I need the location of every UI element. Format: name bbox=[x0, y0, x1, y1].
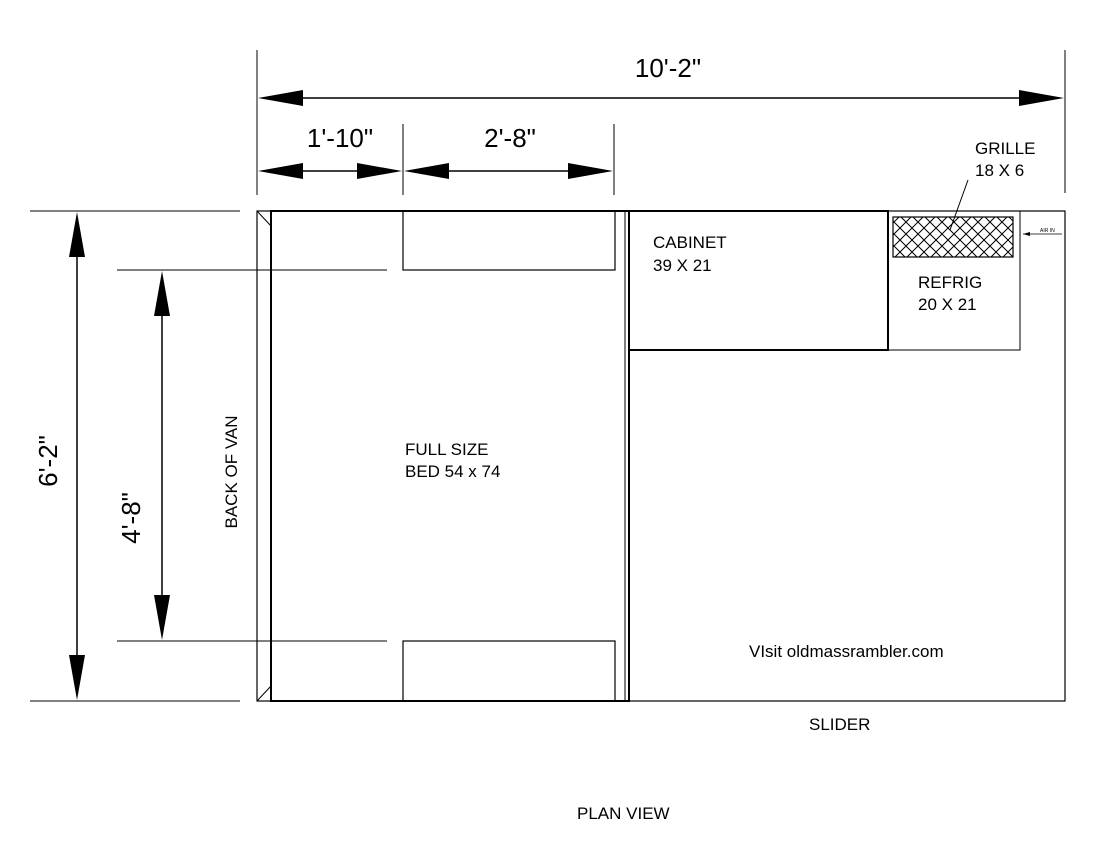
overall-width-label: 6'-2" bbox=[33, 435, 63, 487]
dim-segments bbox=[258, 124, 615, 195]
bed-bottom-block bbox=[402, 640, 616, 702]
refrig-size: 20 X 21 bbox=[918, 295, 977, 314]
dim-overall-width bbox=[30, 210, 240, 702]
cabinet-size: 39 X 21 bbox=[653, 256, 712, 275]
grille-name: GRILLE bbox=[975, 139, 1035, 158]
cabinet-name: CABINET bbox=[653, 233, 727, 252]
cabinet-box bbox=[628, 210, 889, 351]
bed-label-line2: BED 54 x 74 bbox=[405, 462, 500, 481]
overall-length-label: 10'-2" bbox=[635, 53, 701, 83]
dim-overall-length bbox=[256, 50, 1066, 195]
plan-view-title: PLAN VIEW bbox=[577, 804, 670, 823]
grille-box bbox=[892, 216, 1014, 258]
bed bbox=[270, 210, 630, 702]
back-of-van-label: BACK OF VAN bbox=[222, 415, 241, 528]
refrigerator bbox=[888, 179, 1062, 351]
grille-leader bbox=[949, 179, 969, 231]
offset-label: 1'-10" bbox=[307, 123, 373, 153]
refrig-name: REFRIG bbox=[918, 273, 982, 292]
air-in-label: AIR IN bbox=[1040, 228, 1055, 234]
website-label: VIsit oldmassrambler.com bbox=[749, 642, 944, 661]
grille-size: 18 X 6 bbox=[975, 161, 1024, 180]
bed-top-block bbox=[402, 210, 616, 271]
bed-length-label: 4'-8" bbox=[116, 492, 146, 544]
slider-label: SLIDER bbox=[809, 715, 870, 734]
bed-label-line1: FULL SIZE bbox=[405, 440, 488, 459]
platform-label: 2'-8" bbox=[484, 123, 536, 153]
dim-bed-length bbox=[117, 269, 387, 642]
